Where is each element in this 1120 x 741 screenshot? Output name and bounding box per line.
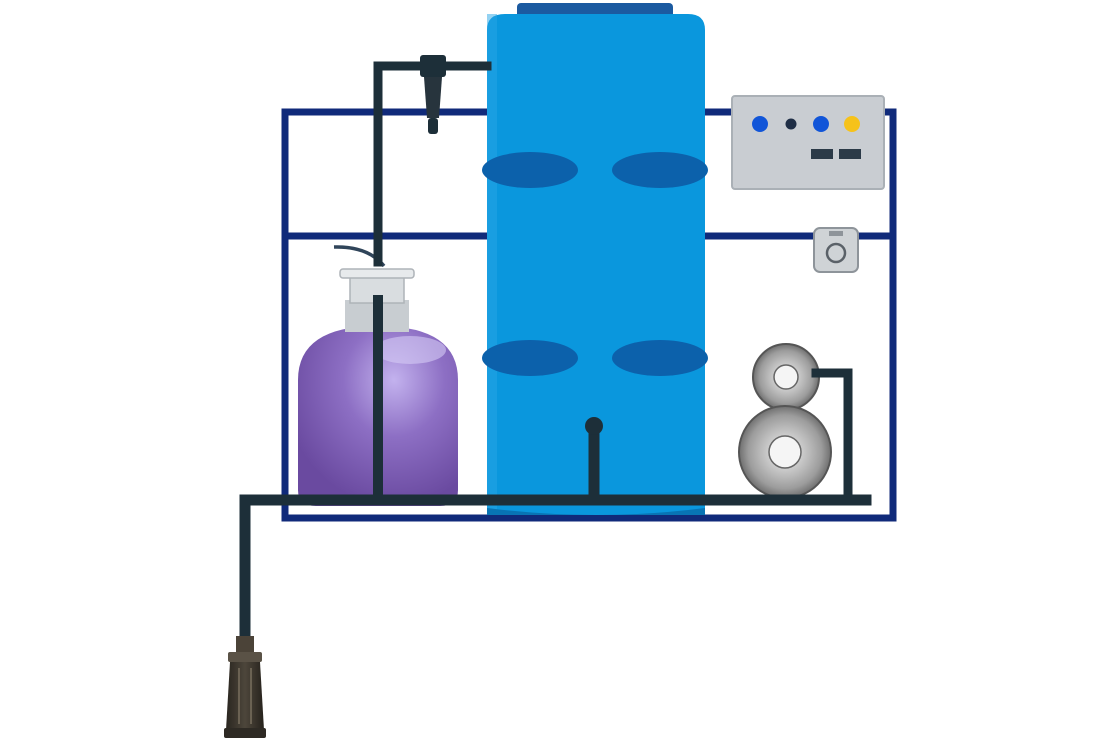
submersible-pump [224, 636, 266, 738]
indicator-light-yellow [844, 116, 860, 132]
pipe-overhead-loop [373, 61, 492, 267]
pump-motor [738, 343, 832, 499]
tank-outlet-fitting [585, 417, 603, 435]
tank-band-upper-right [612, 152, 708, 188]
indicator-light-blue-2 [813, 116, 829, 132]
panel-switch-2 [839, 149, 861, 159]
piping [239, 61, 872, 646]
tank-band-upper-left [482, 152, 578, 188]
pipe-motor-return [811, 368, 853, 505]
pressure-switch [813, 227, 859, 273]
inline-filter [420, 55, 446, 134]
indicator-light-navy [785, 118, 797, 130]
indicator-light-blue-1 [752, 116, 768, 132]
tank-band-lower-left [482, 340, 578, 376]
control-panel [731, 95, 885, 190]
storage-tank [482, 3, 708, 515]
pipe-main-header [239, 494, 872, 646]
panel-switch-1 [811, 149, 833, 159]
tank-band-lower-right [612, 340, 708, 376]
